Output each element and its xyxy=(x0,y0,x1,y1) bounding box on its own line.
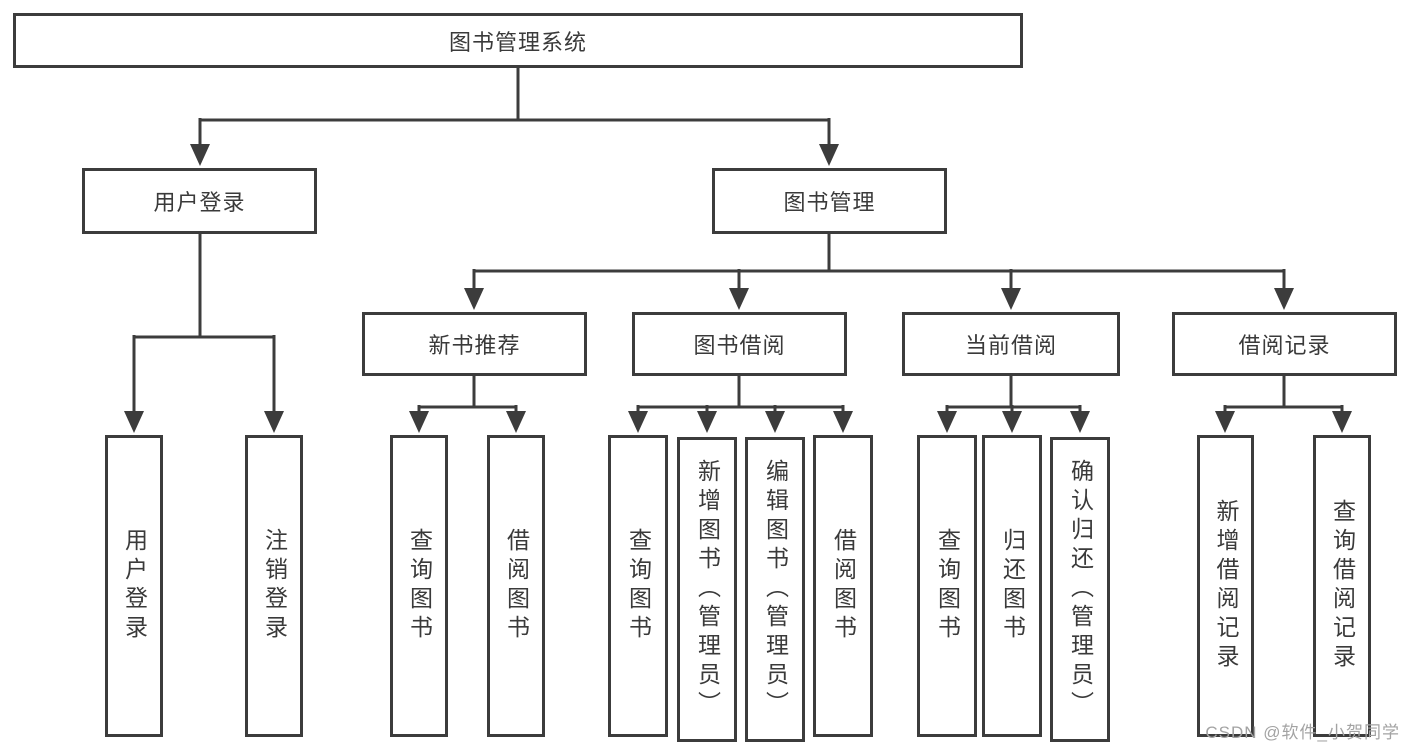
leaf-borrow-books: 借阅图书 xyxy=(813,435,873,737)
leaf-query-borrow-record-label: 查询借阅记录 xyxy=(1329,499,1356,673)
node-new-book-recommend: 新书推荐 xyxy=(362,312,587,376)
node-borrow-records: 借阅记录 xyxy=(1172,312,1397,376)
leaf-query-books-borrow-label: 查询图书 xyxy=(625,528,652,644)
leaf-borrow-books-recommend: 借阅图书 xyxy=(487,435,545,737)
leaf-edit-books-admin-label: 编辑图书（管理员） xyxy=(762,459,789,720)
csdn-watermark: CSDN @软件_小贺同学 xyxy=(1205,723,1400,742)
leaf-add-borrow-record: 新增借阅记录 xyxy=(1197,435,1254,737)
leaf-add-borrow-record-label: 新增借阅记录 xyxy=(1213,499,1239,673)
leaf-add-books-admin: 新增图书（管理员） xyxy=(677,437,737,742)
leaf-user-login: 用户登录 xyxy=(105,435,163,737)
node-current-borrow: 当前借阅 xyxy=(902,312,1120,376)
node-user-login: 用户登录 xyxy=(82,168,317,234)
leaf-user-login-label: 用户登录 xyxy=(121,528,148,644)
leaf-logout-label: 注销登录 xyxy=(261,528,288,644)
leaf-return-books: 归还图书 xyxy=(982,435,1042,737)
leaf-borrow-books-recommend-label: 借阅图书 xyxy=(503,528,530,644)
leaf-confirm-return-admin-label: 确认归还（管理员） xyxy=(1067,459,1094,720)
node-root-library-system: 图书管理系统 xyxy=(13,13,1023,68)
leaf-query-books-recommend-label: 查询图书 xyxy=(406,528,433,644)
leaf-return-books-label: 归还图书 xyxy=(999,528,1026,644)
leaf-query-borrow-record: 查询借阅记录 xyxy=(1313,435,1371,737)
node-book-management: 图书管理 xyxy=(712,168,947,234)
leaf-logout: 注销登录 xyxy=(245,435,303,737)
node-book-borrow: 图书借阅 xyxy=(632,312,847,376)
leaf-query-books-recommend: 查询图书 xyxy=(390,435,448,737)
leaf-query-books-borrow: 查询图书 xyxy=(608,435,668,737)
leaf-add-books-admin-label: 新增图书（管理员） xyxy=(694,459,721,720)
leaf-query-books-current-label: 查询图书 xyxy=(934,528,961,644)
leaf-edit-books-admin: 编辑图书（管理员） xyxy=(745,437,805,742)
leaf-confirm-return-admin: 确认归还（管理员） xyxy=(1050,437,1110,742)
leaf-query-books-current: 查询图书 xyxy=(917,435,977,737)
leaf-borrow-books-label: 借阅图书 xyxy=(830,528,857,644)
